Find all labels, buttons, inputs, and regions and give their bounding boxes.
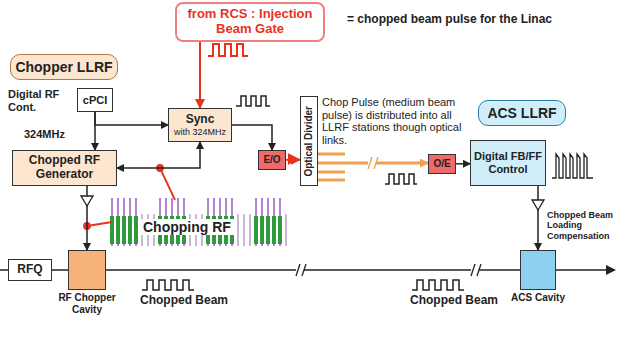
- annotation: = chopped beam pulse for the Linac: [347, 13, 552, 27]
- node-text: from RCS : Injection Beam Gate: [180, 7, 320, 37]
- node-text: RFQ: [17, 263, 42, 277]
- rf-stroke: [237, 214, 239, 246]
- amplifier-symbol: [81, 196, 93, 206]
- annotation: Chop Pulse (medium beam pulse) is distri…: [322, 96, 472, 147]
- rf-burst: [266, 216, 270, 244]
- rf-stroke: [285, 214, 287, 246]
- optical-outputs: [318, 154, 345, 180]
- beam-pulse: [142, 280, 194, 290]
- annotation: Chopped Beam: [140, 294, 228, 308]
- connector: [94, 112, 96, 150]
- rf-burst: [134, 216, 138, 244]
- connector: [117, 142, 200, 168]
- node-text: E/O: [263, 154, 280, 166]
- rf-burst: [128, 216, 132, 244]
- cavity-body: [520, 250, 556, 290]
- node-text: Digital FB/FF Control: [474, 150, 542, 175]
- node-text: Optical Divider: [303, 106, 315, 177]
- amplifier-symbol: [532, 200, 544, 210]
- rf-burst: [272, 216, 276, 244]
- rf-burst: [278, 216, 282, 244]
- node-text: ACS LLRF: [487, 105, 556, 121]
- group-heading: Chopper LLRF: [10, 54, 118, 80]
- beam-line: [0, 269, 8, 271]
- group-heading: ACS LLRF: [478, 100, 566, 126]
- node-text: RF Chopper Cavity: [55, 292, 119, 315]
- beam-line: [556, 269, 608, 271]
- connector: [106, 269, 520, 271]
- rf-burst: [110, 216, 114, 244]
- generator-box: Chopped RF Generator: [12, 150, 117, 186]
- rf-burst: [254, 216, 258, 244]
- gate-pulse: [208, 44, 248, 56]
- rf-burst: [116, 216, 120, 244]
- converter-box: E/O: [258, 150, 286, 170]
- node-text: cPCI: [83, 94, 107, 107]
- sync-box: Syncwith 324MHz: [168, 108, 232, 142]
- rfq-box: RFQ: [8, 259, 52, 281]
- break-mark: [368, 157, 378, 169]
- beam-pulse: [412, 280, 464, 290]
- chop-pulse: [236, 96, 270, 106]
- connector: [199, 42, 201, 108]
- node-text: O/E: [433, 158, 450, 170]
- connector: [52, 269, 68, 271]
- rf-burst: [122, 216, 126, 244]
- chopping-rf-wave: [110, 198, 286, 246]
- source-box: from RCS : Injection Beam Gate: [175, 2, 325, 42]
- control-box: Digital FB/FF Control: [470, 140, 546, 186]
- node-text: ACS Cavity: [511, 292, 565, 304]
- divider-box: Optical Divider: [300, 96, 318, 186]
- node-text: Sync: [186, 113, 215, 127]
- node-text: Chopper LLRF: [15, 59, 112, 75]
- signal-name: Chopping RF: [140, 219, 234, 235]
- connector: [232, 125, 272, 150]
- annotation: Digital RF Cont.: [8, 88, 72, 113]
- converter-box: O/E: [428, 154, 456, 174]
- node-subtext: with 324MHz: [174, 127, 226, 137]
- connector: [537, 186, 539, 250]
- compensation-pulse: [552, 154, 593, 178]
- rf-stroke: [249, 214, 251, 246]
- cavity: RF Chopper Cavity: [52, 250, 122, 318]
- cavity-body: [68, 250, 106, 290]
- rf-stroke: [243, 214, 245, 246]
- chop-pulse: [385, 174, 417, 184]
- annotation: 324MHz: [24, 128, 65, 141]
- cavity: ACS Cavity: [508, 250, 568, 307]
- amplifier-symbol: [288, 153, 298, 165]
- break-mark: [296, 264, 306, 276]
- node-text: Chopped RF Generator: [16, 154, 113, 182]
- controller-box: cPCI: [77, 88, 113, 112]
- break-mark: [471, 264, 481, 276]
- beam-arrowhead: [606, 265, 616, 275]
- connector: [456, 163, 470, 165]
- annotation: Chopped Beam Loading Compensation: [547, 210, 617, 241]
- connector: [95, 112, 168, 125]
- annotation: Chopped Beam: [410, 294, 498, 308]
- rf-burst: [260, 216, 264, 244]
